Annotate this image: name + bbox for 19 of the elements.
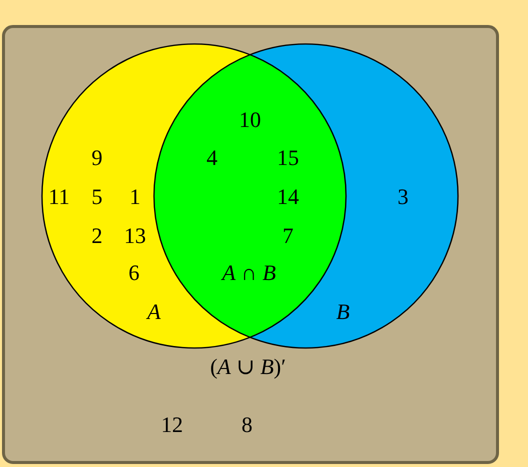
set-element: 7 [282, 225, 294, 247]
set-element: 9 [92, 147, 102, 169]
set-element: 4 [206, 147, 218, 169]
set-element: 14 [277, 186, 299, 208]
set-label: A [147, 301, 161, 323]
set-element: 8 [242, 414, 252, 436]
set-label: B [336, 301, 350, 323]
set-element: 1 [130, 186, 140, 208]
set-element: 2 [92, 225, 102, 247]
region-label: (A ∪ B)′ [210, 356, 286, 378]
set-element: 13 [124, 225, 146, 247]
set-element: 12 [161, 414, 183, 436]
set-element: 3 [398, 186, 408, 208]
region-label: A ∩ B [222, 262, 276, 284]
set-element: 5 [92, 186, 102, 208]
set-element: 10 [239, 109, 261, 131]
set-element: 11 [48, 186, 70, 208]
set-element: 15 [277, 147, 299, 169]
set-element: 6 [128, 262, 140, 284]
